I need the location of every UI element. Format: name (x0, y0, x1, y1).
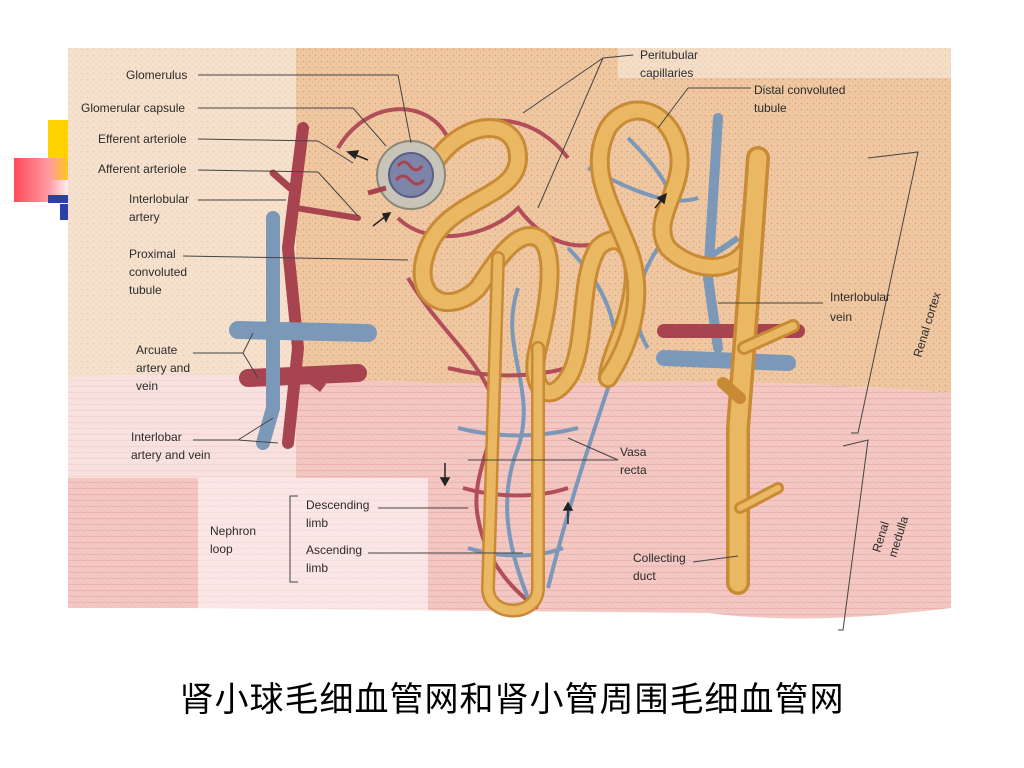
decorative-blue-bar (48, 195, 72, 203)
label-collecting-duct-1: Collecting (633, 551, 686, 565)
label-interlobar-1: Interlobar (131, 430, 182, 444)
label-ascending-limb-1: Ascending (306, 543, 362, 557)
label-arcuate-1: Arcuate (136, 343, 178, 357)
label-arcuate-2: artery and (136, 361, 190, 375)
decorative-blue-bar-small (60, 204, 68, 220)
white-label-panel-right (618, 48, 951, 78)
label-vasa-recta-2: recta (620, 463, 647, 477)
label-collecting-duct-2: duct (633, 569, 656, 583)
label-vasa-recta-1: Vasa (620, 445, 647, 459)
label-interlobular-vein-1: Interlobular (830, 290, 890, 304)
label-distal-tubule-2: tubule (754, 101, 787, 115)
label-nephron-loop-2: loop (210, 542, 233, 556)
diagram-labels: Glomerulus Glomerular capsule Efferent a… (81, 48, 944, 583)
label-nephron-loop-1: Nephron (210, 524, 256, 538)
label-distal-tubule-1: Distal convoluted (754, 83, 845, 97)
label-afferent-arteriole: Afferent arteriole (98, 162, 187, 176)
label-arcuate-3: vein (136, 379, 158, 393)
flow-arrows (346, 150, 668, 524)
label-descending-limb-2: limb (306, 516, 328, 530)
collecting-duct (717, 146, 800, 595)
label-descending-limb-1: Descending (306, 498, 369, 512)
label-glomerular-capsule: Glomerular capsule (81, 101, 185, 115)
label-peritubular-1: Peritubular (640, 48, 698, 62)
white-label-panel-bottom (198, 478, 428, 648)
label-interlobular-artery-2: artery (129, 210, 160, 224)
nephron-diagram: Glomerulus Glomerular capsule Efferent a… (68, 48, 951, 652)
label-interlobular-vein-2: vein (830, 310, 852, 324)
label-efferent-arteriole: Efferent arteriole (98, 132, 187, 146)
decorative-red-gradient (14, 158, 72, 202)
label-proximal-tubule-3: tubule (129, 283, 162, 297)
nephron-tubule (412, 100, 768, 618)
glomerulus (367, 140, 446, 210)
slide-caption: 肾小球毛细血管网和肾小管周围毛细血管网 (179, 680, 845, 720)
white-label-panel (68, 48, 296, 478)
arcuate-vessels (229, 122, 377, 450)
label-interlobar-2: artery and vein (131, 448, 210, 462)
label-proximal-tubule-1: Proximal (129, 247, 176, 261)
label-glomerulus: Glomerulus (126, 68, 187, 82)
label-peritubular-2: capillaries (640, 66, 693, 80)
label-ascending-limb-2: limb (306, 561, 328, 575)
label-interlobular-artery-1: Interlobular (129, 192, 189, 206)
leader-lines (182, 54, 919, 631)
label-proximal-tubule-2: convoluted (129, 265, 187, 279)
